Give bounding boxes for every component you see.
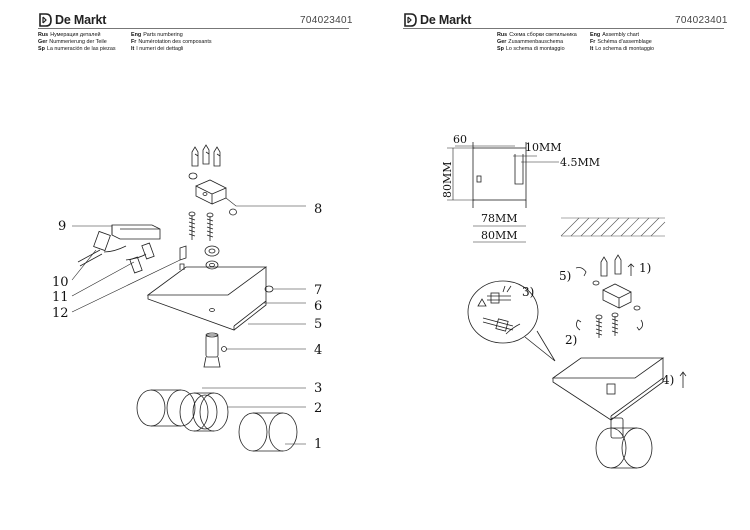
header-divider xyxy=(403,28,724,29)
step-1-label: 1) xyxy=(639,261,651,275)
part-number-1: 1 xyxy=(314,437,322,452)
step-5-label: 5) xyxy=(559,269,571,283)
shade-body xyxy=(179,392,229,432)
dim-10mm: 10MM xyxy=(525,141,562,154)
brand-logo: De Markt xyxy=(403,13,471,27)
brand-logo: De Markt xyxy=(38,13,106,27)
part-number-8: 8 xyxy=(314,202,322,217)
ceiling-hatch xyxy=(560,217,666,237)
dim-60: 60 xyxy=(453,133,467,146)
dim-80mm-width: 80MM xyxy=(481,229,518,242)
part-number-3: 3 xyxy=(314,381,322,396)
canopy-plate xyxy=(146,263,268,331)
bracket-nut xyxy=(592,280,600,286)
article-code: 704023401 xyxy=(300,15,353,26)
logo-icon xyxy=(404,13,417,27)
part-number-9: 9 xyxy=(58,219,66,234)
fixing-screws xyxy=(188,211,214,241)
terminal-block xyxy=(111,224,161,240)
part-number-4: 4 xyxy=(314,343,322,358)
step1-wall-plugs xyxy=(600,254,635,277)
wall-plugs xyxy=(191,144,221,167)
wire-connector xyxy=(77,230,127,267)
small-nut xyxy=(188,172,198,180)
shade-ring xyxy=(136,389,196,427)
dim-78mm: 78MM xyxy=(481,212,518,225)
part-number-10: 10 xyxy=(52,275,69,290)
warning-icon xyxy=(477,298,487,307)
mounting-bracket xyxy=(195,179,227,205)
outer-shade xyxy=(238,412,298,452)
part-number-7: 7 xyxy=(314,283,322,298)
mounting-bracket xyxy=(602,283,632,309)
leader-lines xyxy=(71,197,306,445)
cable-socket xyxy=(125,242,155,274)
assembled-fixture xyxy=(551,357,665,469)
part-number-11: 11 xyxy=(52,290,69,305)
step-4-label: 4) xyxy=(662,373,674,387)
rotate-arrow-icon xyxy=(575,267,587,277)
up-arrow-icon xyxy=(679,371,687,388)
bracket-screw xyxy=(633,305,641,311)
dim-4-5mm: 4.5MM xyxy=(560,156,600,169)
exploded-parts-drawing: 8 9 10 11 12 7 6 5 4 3 2 1 xyxy=(52,144,322,452)
washer-nut xyxy=(179,245,220,270)
swivel-joint xyxy=(203,332,227,368)
bracket-screw xyxy=(229,208,237,216)
wiring-detail-bubble xyxy=(467,280,556,362)
part-number-6: 6 xyxy=(314,299,322,314)
step-3-label: 3) xyxy=(522,285,534,299)
part-number-5: 5 xyxy=(314,317,322,332)
header-divider xyxy=(38,28,349,29)
part-number-2: 2 xyxy=(314,401,322,416)
brand-name: De Markt xyxy=(55,13,107,27)
assembly-drawing: 60 10MM 4.5MM 80MM 78MM 80MM 1) 5) xyxy=(441,133,687,469)
dim-80mm-height: 80MM xyxy=(441,161,454,198)
step-2-label: 2) xyxy=(565,333,577,347)
step2-screws xyxy=(576,312,643,338)
logo-icon xyxy=(39,13,52,27)
part-number-12: 12 xyxy=(52,306,69,321)
dimension-drawing xyxy=(447,142,559,243)
brand-name: De Markt xyxy=(420,13,472,27)
article-code: 704023401 xyxy=(675,15,728,26)
